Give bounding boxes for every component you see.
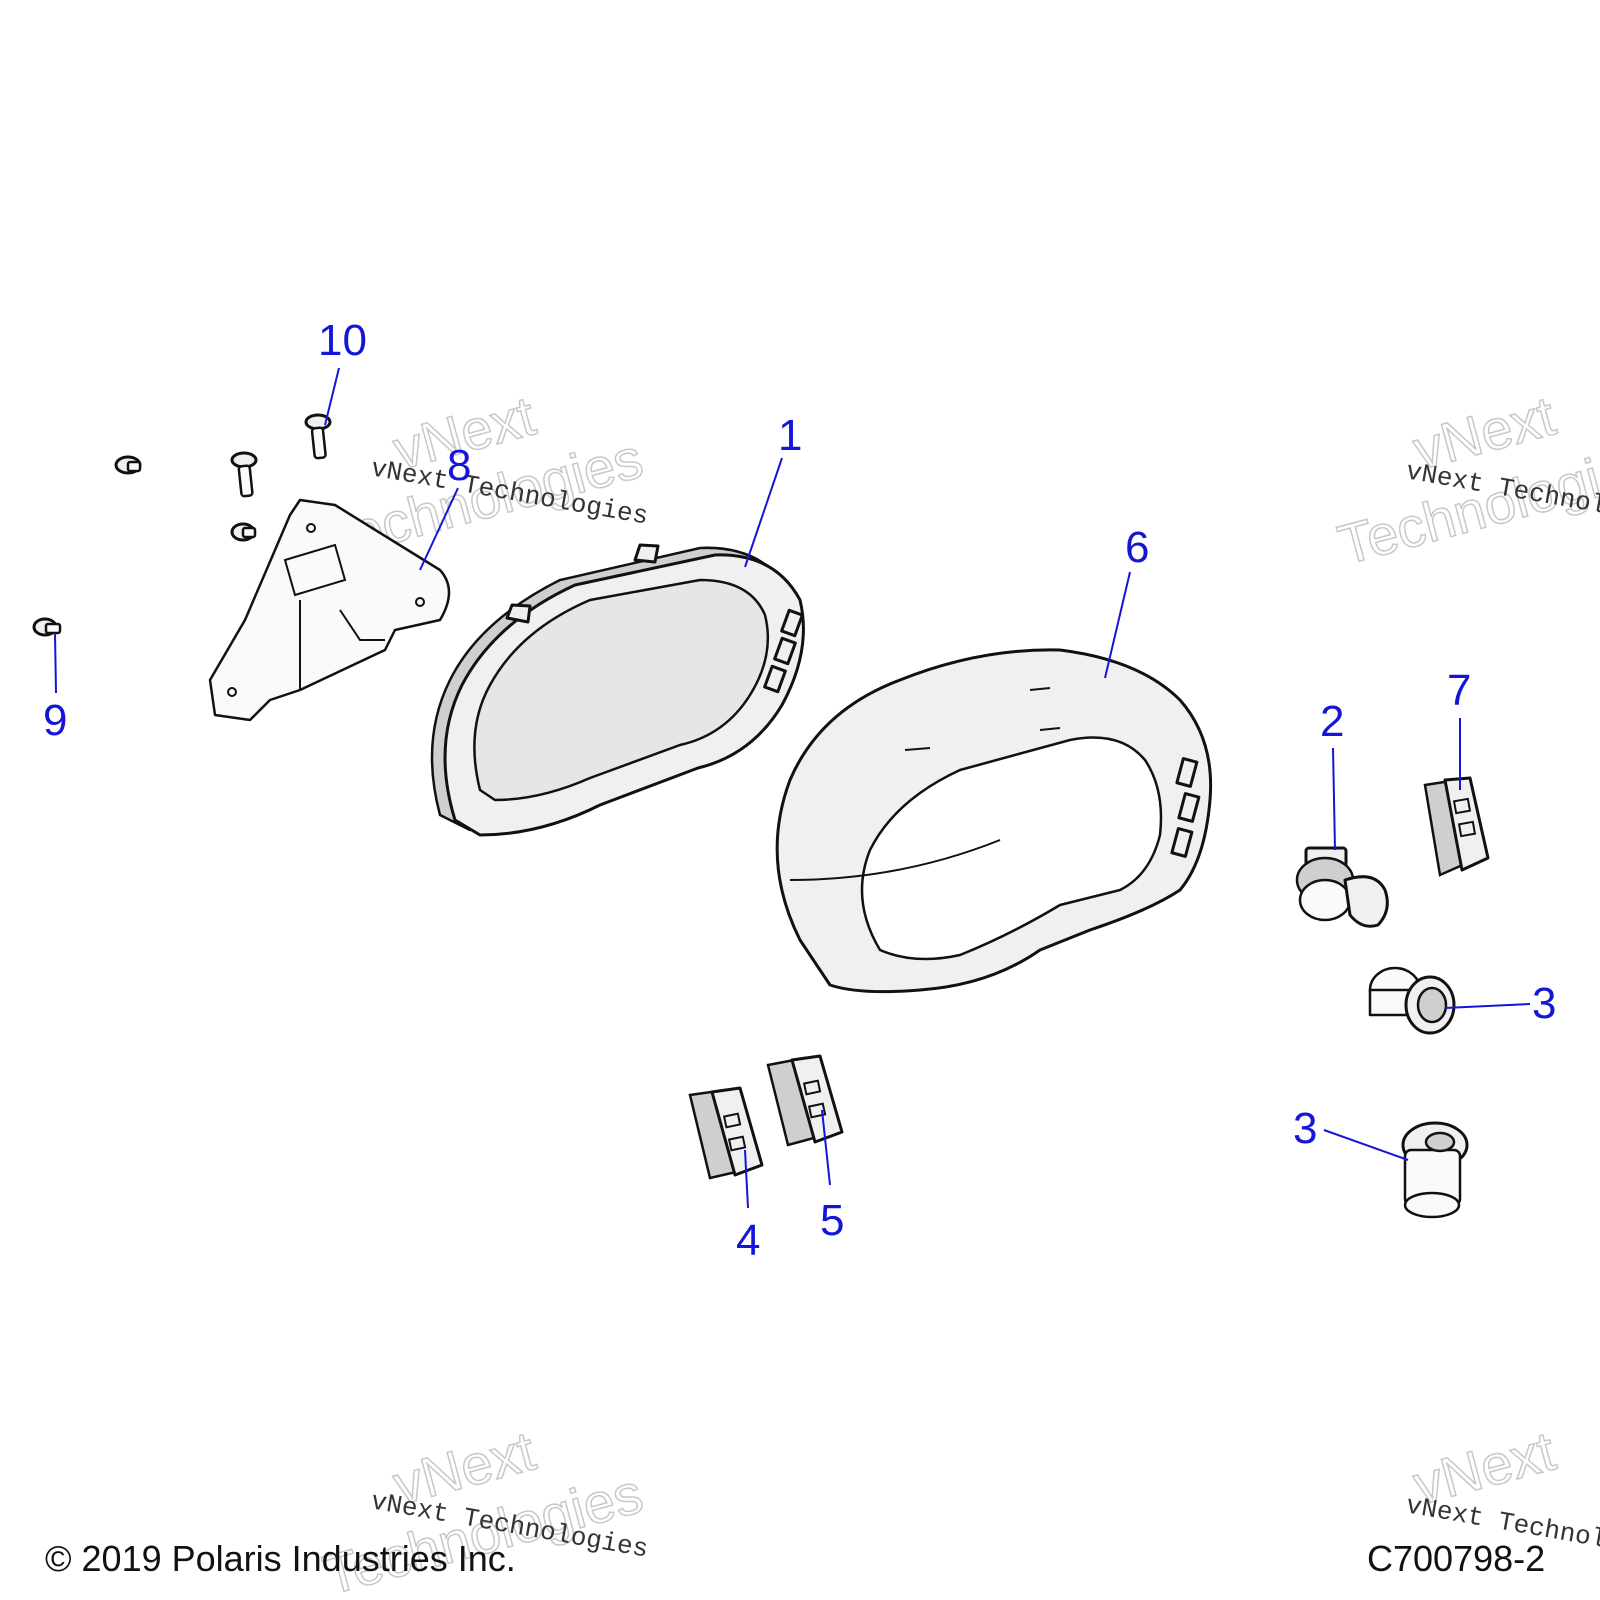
watermark-top-right: vNext Technologies vNext Technologies — [1331, 383, 1600, 578]
copyright-text: © 2019 Polaris Industries Inc. — [45, 1538, 516, 1579]
callout-label: 1 — [778, 411, 802, 460]
rocker-switch-part-7 — [1423, 776, 1490, 877]
figure-code: C700798-2 — [1367, 1538, 1546, 1579]
callout-3-upper: 3 — [1444, 979, 1556, 1028]
bolt-part-10 — [304, 413, 332, 460]
callout-label: 3 — [1532, 979, 1556, 1028]
ignition-switch-part-2 — [1295, 846, 1389, 928]
callout-4: 4 — [736, 1149, 760, 1265]
callout-label: 4 — [736, 1216, 760, 1265]
callout-label: 7 — [1447, 666, 1471, 715]
callout-9: 9 — [43, 632, 67, 745]
callout-label: 10 — [318, 316, 367, 365]
callout-7: 7 — [1447, 666, 1471, 790]
screw-part-9 — [32, 617, 62, 637]
callout-label: 9 — [43, 696, 67, 745]
rocker-switch-part-5 — [766, 1054, 844, 1147]
callout-2: 2 — [1320, 697, 1344, 851]
callout-label: 8 — [447, 441, 471, 490]
callout-6: 6 — [1104, 523, 1149, 679]
callout-5: 5 — [820, 1109, 844, 1245]
housing-part-6 — [775, 648, 1213, 994]
bracket-part-8 — [208, 498, 451, 722]
callout-label: 3 — [1293, 1104, 1317, 1153]
callout-label: 6 — [1125, 523, 1149, 572]
callout-3-lower: 3 — [1293, 1104, 1409, 1161]
callout-1: 1 — [744, 411, 802, 568]
screw-small-mid — [230, 522, 257, 542]
screw-small-top — [114, 455, 142, 475]
rocker-switch-part-4 — [688, 1086, 764, 1180]
power-outlet-part-3-lower — [1401, 1121, 1469, 1219]
power-outlet-part-3-upper — [1368, 966, 1456, 1035]
callout-10: 10 — [318, 316, 367, 426]
instrument-cluster-part-1 — [430, 543, 805, 837]
callout-8: 8 — [419, 441, 471, 571]
callout-label: 5 — [820, 1196, 844, 1245]
bolt-middle — [230, 451, 258, 498]
callout-label: 2 — [1320, 697, 1344, 746]
